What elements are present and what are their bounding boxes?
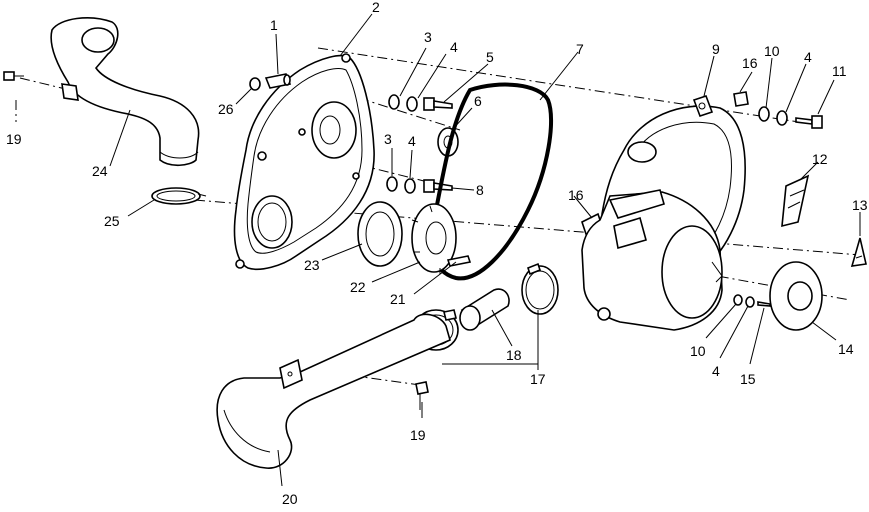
clamp-17-right bbox=[521, 262, 559, 315]
leader-lines bbox=[109, 13, 861, 487]
callout-5: 5 bbox=[486, 49, 494, 65]
callout-10: 10 bbox=[764, 43, 780, 59]
bolt-11 bbox=[795, 115, 823, 129]
callout-14: 14 bbox=[838, 341, 854, 357]
dowel-pin-1 bbox=[264, 73, 292, 89]
callout-4: 4 bbox=[712, 363, 720, 379]
callout-20: 20 bbox=[282, 491, 298, 507]
callout-17: 17 bbox=[530, 371, 546, 387]
callout-24: 24 bbox=[92, 163, 108, 179]
washer-10-upper bbox=[758, 106, 770, 122]
callout-21: 21 bbox=[390, 291, 406, 307]
bolt-19-lower bbox=[415, 381, 429, 410]
sprocket-22 bbox=[411, 203, 457, 274]
seal-23 bbox=[357, 201, 403, 267]
screw-15 bbox=[757, 301, 771, 307]
callout-labels: 1 2 3 4 5 6 7 9 16 10 4 11 26 3 4 8 19 2… bbox=[6, 0, 868, 507]
callout-22: 22 bbox=[350, 279, 366, 295]
callout-19: 19 bbox=[6, 131, 22, 147]
callout-4: 4 bbox=[804, 49, 812, 65]
callout-16: 16 bbox=[568, 187, 584, 203]
hose-clamp-25 bbox=[151, 187, 207, 205]
intake-duct-lower bbox=[216, 313, 451, 469]
gasket-14 bbox=[769, 261, 823, 331]
spacer-26 bbox=[249, 77, 261, 91]
callout-11: 11 bbox=[832, 63, 847, 79]
callout-23: 23 bbox=[304, 257, 320, 273]
callout-19: 19 bbox=[410, 427, 426, 443]
plug-16-upper bbox=[733, 91, 749, 107]
callout-3: 3 bbox=[384, 131, 392, 147]
cover-housing-main bbox=[581, 189, 723, 331]
intake-duct-upper bbox=[50, 17, 200, 167]
callout-9: 9 bbox=[712, 41, 720, 57]
callout-4: 4 bbox=[450, 39, 458, 55]
sleeve-18 bbox=[459, 288, 510, 331]
callout-16: 16 bbox=[742, 55, 758, 71]
callout-3: 3 bbox=[424, 29, 432, 45]
callout-26: 26 bbox=[218, 101, 234, 117]
washer-3-upper bbox=[388, 94, 400, 110]
bolt-19-upper bbox=[3, 71, 24, 81]
drive-belt-7 bbox=[430, 82, 554, 281]
washer-3-lower bbox=[386, 176, 398, 192]
washer-10-lower bbox=[733, 294, 743, 306]
callout-10: 10 bbox=[690, 343, 706, 359]
callout-12: 12 bbox=[812, 151, 828, 167]
lock-washer-4-right bbox=[776, 110, 788, 126]
decal-12 bbox=[781, 174, 810, 228]
lock-washer-4-lower-right bbox=[745, 296, 755, 308]
callout-25: 25 bbox=[104, 213, 120, 229]
inner-cover-plate bbox=[233, 53, 375, 271]
warning-decal-13 bbox=[850, 237, 867, 267]
callout-15: 15 bbox=[740, 371, 756, 387]
callout-6: 6 bbox=[474, 93, 482, 109]
callout-8: 8 bbox=[476, 182, 484, 198]
callout-7: 7 bbox=[576, 41, 584, 57]
callout-2: 2 bbox=[372, 0, 380, 15]
lock-washer-4-lower bbox=[404, 178, 416, 194]
bolt-5 bbox=[423, 97, 453, 111]
lock-washer-4-upper bbox=[406, 96, 418, 112]
callout-4: 4 bbox=[408, 133, 416, 149]
callout-13: 13 bbox=[852, 197, 868, 213]
callout-1: 1 bbox=[270, 17, 278, 33]
callout-18: 18 bbox=[506, 347, 522, 363]
